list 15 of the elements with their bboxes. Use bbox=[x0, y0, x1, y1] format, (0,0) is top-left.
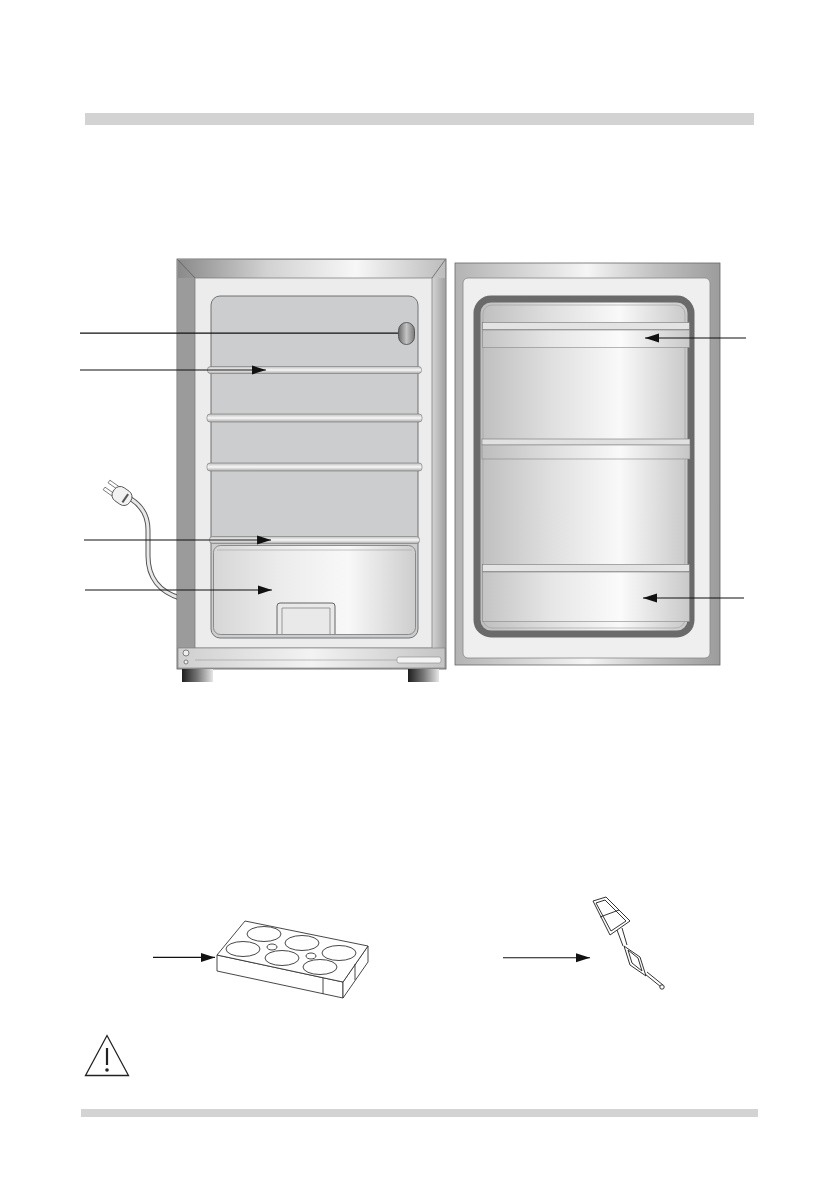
leader-line bbox=[502, 953, 591, 963]
leader-line bbox=[79, 365, 267, 375]
leader-line bbox=[79, 332, 399, 334]
door-shelf bbox=[482, 322, 690, 348]
shelf bbox=[209, 536, 420, 544]
leader-line bbox=[642, 593, 745, 603]
leader-line bbox=[83, 535, 272, 545]
shelf bbox=[207, 366, 422, 374]
door-shelf bbox=[482, 564, 690, 622]
leader-line bbox=[84, 585, 273, 595]
leader-line bbox=[152, 952, 216, 962]
leader-line bbox=[644, 333, 747, 343]
control-knob bbox=[398, 322, 415, 345]
crisper-drawer bbox=[213, 545, 416, 635]
tool-illustration bbox=[590, 896, 666, 991]
